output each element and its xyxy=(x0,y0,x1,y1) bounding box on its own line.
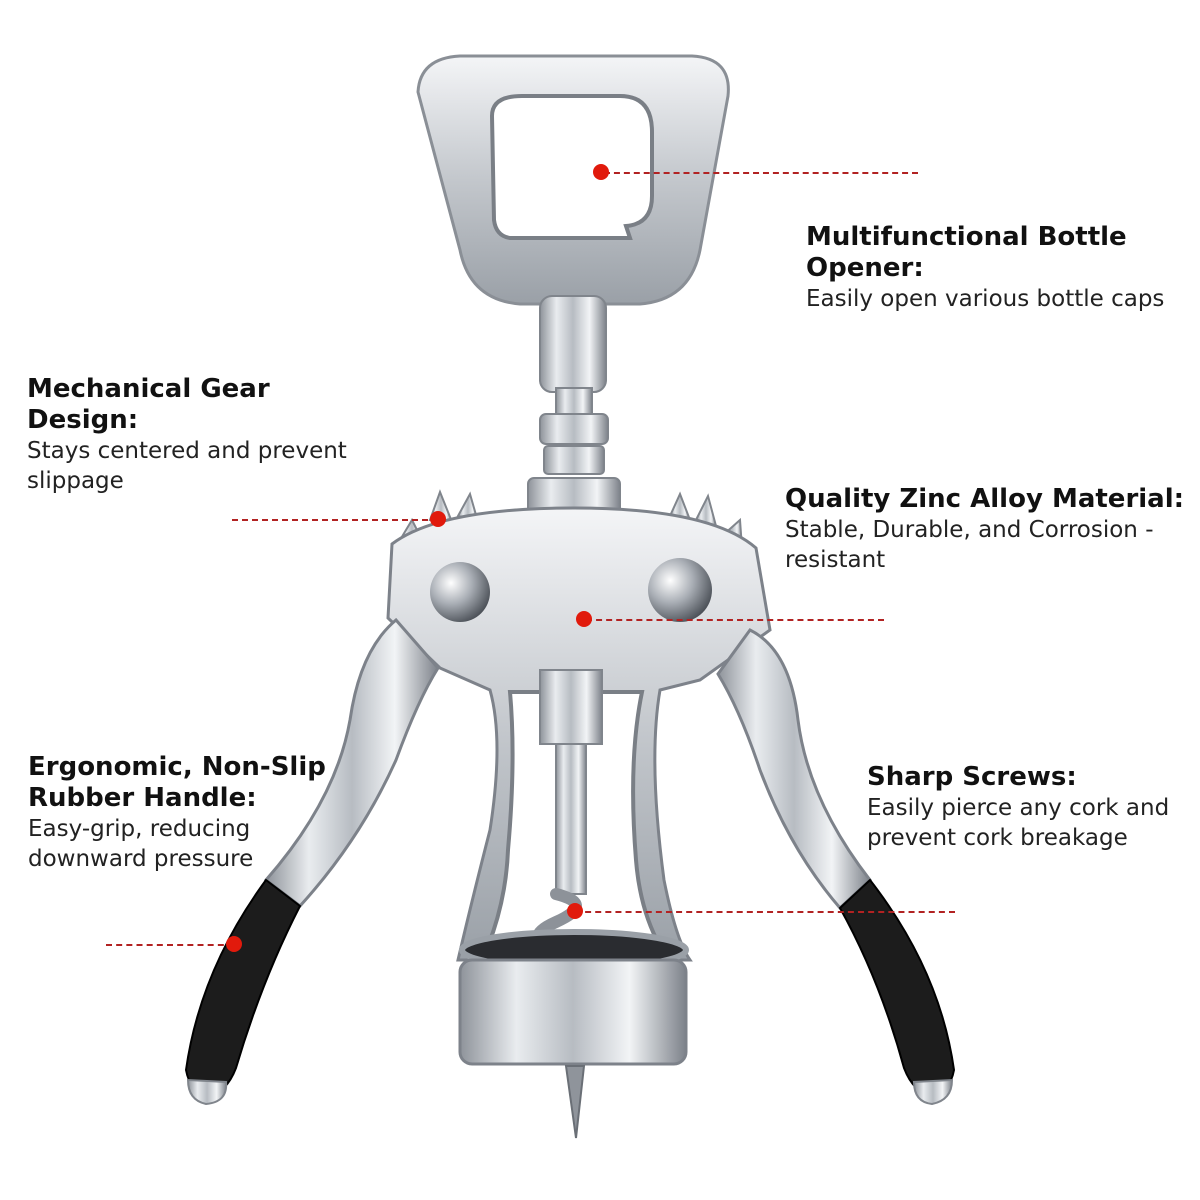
leader-line-bottle-opener xyxy=(604,172,918,174)
callout-gear-design: Mechanical Gear Design: Stays centered a… xyxy=(27,374,387,496)
leader-line-rubber-handle xyxy=(106,944,234,946)
marker-dot-rubber-handle xyxy=(226,936,242,952)
callout-sharp-screws: Sharp Screws: Easily pierce any cork and… xyxy=(867,762,1187,853)
callout-description: Stays centered and prevent slippage xyxy=(27,438,347,494)
right-handle xyxy=(716,628,956,1106)
leader-line-gear xyxy=(232,519,438,521)
callout-title: Multifunctional Bottle Opener: xyxy=(806,222,1127,283)
callout-title: Mechanical Gear Design: xyxy=(27,374,270,435)
leader-line-zinc-alloy xyxy=(586,619,884,621)
callout-title: Sharp Screws: xyxy=(867,762,1077,792)
callout-description: Easily open various bottle caps xyxy=(806,286,1165,312)
marker-dot-zinc-alloy xyxy=(576,611,592,627)
bottle-opener-head xyxy=(416,54,730,306)
marker-dot-bottle-opener xyxy=(593,164,609,180)
marker-dot-gear xyxy=(430,511,446,527)
callout-zinc-alloy: Quality Zinc Alloy Material: Stable, Dur… xyxy=(785,484,1190,575)
leader-line-sharp-screws xyxy=(575,911,955,913)
callout-description: Stable, Durable, and Corrosion -resistan… xyxy=(785,517,1154,573)
callout-description: Easy-grip, reducing downward pressure xyxy=(28,816,254,872)
opener-stem xyxy=(527,295,621,529)
callout-rubber-handle: Ergonomic, Non-Slip Rubber Handle: Easy-… xyxy=(28,752,348,874)
callout-bottle-opener: Multifunctional Bottle Opener: Easily op… xyxy=(806,222,1186,314)
left-handle xyxy=(184,617,440,1106)
callout-title: Quality Zinc Alloy Material: xyxy=(785,484,1185,514)
marker-dot-sharp-screws xyxy=(567,903,583,919)
callout-title: Ergonomic, Non-Slip Rubber Handle: xyxy=(28,752,326,813)
callout-description: Easily pierce any cork and prevent cork … xyxy=(867,795,1170,851)
collar-ring xyxy=(458,929,689,1139)
